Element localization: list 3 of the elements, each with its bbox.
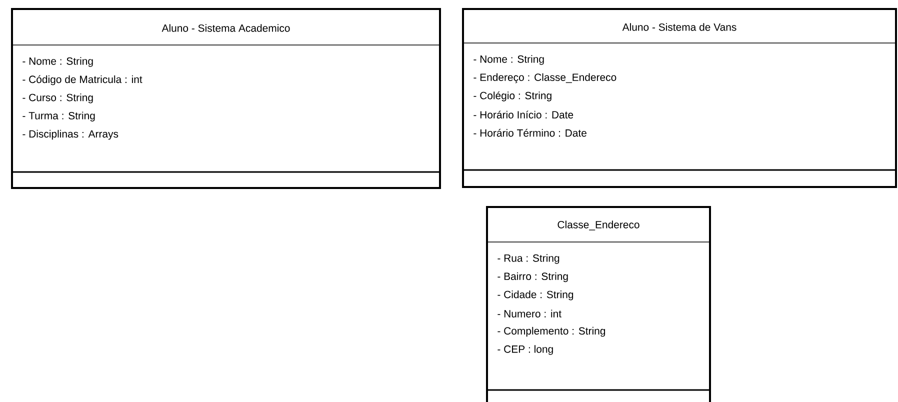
class-box: Aluno - Sistema de Vans - Nome : String - Endereço : Classe_Endereco - Colégio : String - Horário Início : Date - Horário Término : Date: [462, 8, 897, 188]
class-box: Classe_Endereco - Rua : String - Bairro : String - Cidade : String - Numero : int - Complemento : String - CEP : long: [486, 206, 711, 402]
class-box: Aluno - Sistema Academico - Nome : String - Código de Matricula : int - Curso : String - Turma : String - Disciplinas : Arrays: [11, 8, 441, 189]
